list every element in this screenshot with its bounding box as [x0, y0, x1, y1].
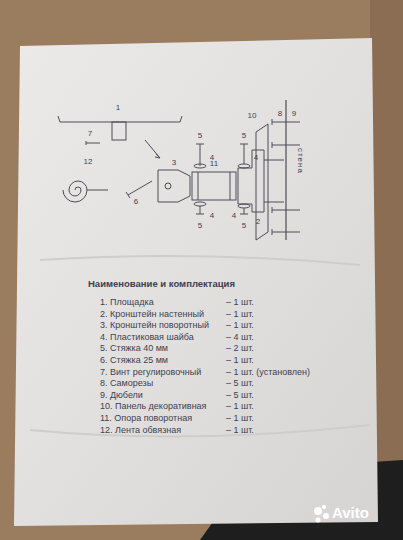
- callout-number: 9: [292, 110, 296, 118]
- item-name: 5. Стяжка 40 мм: [100, 344, 168, 353]
- item-name: 7. Винт регулировочный: [100, 368, 201, 377]
- paper-crease: [30, 256, 370, 436]
- list-heading: Наименование и комплектация: [88, 278, 235, 289]
- item-quantity: – 1 шт.: [226, 310, 254, 319]
- callout-number: 4: [232, 212, 236, 220]
- item-name: 1. Площадка: [100, 298, 154, 307]
- assembly-drawing: [58, 100, 300, 240]
- callout-number: 5: [242, 132, 246, 140]
- paper-sheet: [14, 38, 378, 526]
- watermark: Avito: [332, 505, 369, 520]
- callout-number: 5: [198, 132, 202, 140]
- item-name: 4. Пластиковая шайба: [100, 333, 194, 342]
- callout-number: 12: [84, 158, 93, 166]
- item-quantity: – 5 шт.: [226, 391, 254, 400]
- item-name: 12. Лента обвязная: [100, 426, 181, 435]
- callout-number: 11: [210, 160, 218, 168]
- item-quantity: – 1 шт.: [226, 426, 254, 435]
- callout-number: 4: [254, 154, 258, 162]
- item-name: 9. Дюбели: [100, 391, 143, 400]
- callout-number: 5: [198, 222, 202, 230]
- callout-number: 10: [248, 112, 257, 120]
- callout-number: 2: [256, 218, 260, 226]
- item-quantity: – 2 шт.: [226, 344, 254, 353]
- item-quantity: – 1 шт.: [226, 414, 254, 423]
- item-quantity: – 1 шт.: [226, 356, 254, 365]
- watermark-logo: [314, 505, 329, 523]
- item-quantity: – 4 шт.: [226, 333, 254, 342]
- callout-number: 8: [278, 110, 282, 118]
- callout-number: 6: [134, 198, 138, 206]
- item-name: 6. Стяжка 25 мм: [100, 356, 168, 365]
- callout-number: 7: [88, 130, 92, 138]
- item-name: 11. Опора поворотная: [100, 414, 192, 423]
- callout-number: 4: [210, 212, 214, 220]
- callout-number: 1: [116, 104, 120, 112]
- item-name: 3. Кронштейн поворотный: [100, 321, 209, 330]
- callout-number: 3: [172, 159, 176, 167]
- item-quantity: – 1 шт.: [226, 402, 254, 411]
- wall-label: стена: [296, 148, 304, 174]
- item-name: 8. Саморезы: [100, 379, 153, 388]
- item-name: 10. Панель декоративная: [100, 402, 207, 411]
- item-quantity: – 1 шт. (установлен): [226, 368, 310, 377]
- item-quantity: – 1 шт.: [226, 298, 254, 307]
- item-name: 2. Кронштейн настенный: [100, 310, 204, 319]
- item-quantity: – 1 шт.: [226, 321, 254, 330]
- callout-number: 5: [242, 222, 246, 230]
- item-quantity: – 5 шт.: [226, 379, 254, 388]
